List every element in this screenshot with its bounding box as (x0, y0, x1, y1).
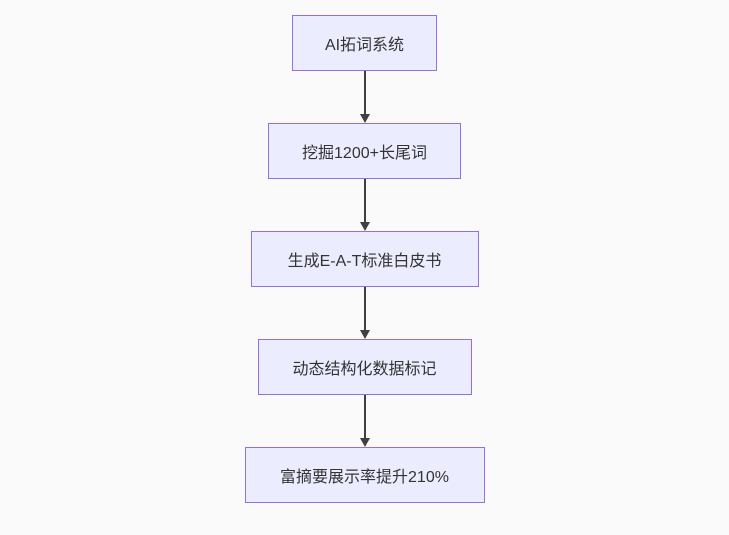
node-label: 挖掘1200+长尾词 (302, 145, 427, 162)
flow-arrow-4 (359, 395, 371, 447)
arrow-line (363, 395, 366, 438)
arrowhead-down-icon (359, 438, 370, 447)
flow-arrow-2 (359, 179, 371, 231)
arrow-line (363, 287, 366, 330)
arrow-line (363, 71, 366, 114)
flow-arrow-1 (359, 71, 371, 123)
flow-arrow-3 (359, 287, 371, 339)
arrowhead-down-icon (359, 222, 370, 231)
node-label: 生成E-A-T标准白皮书 (287, 253, 442, 270)
flowchart-node-structured-data: 动态结构化数据标记 (257, 339, 472, 395)
node-label: 动态结构化数据标记 (292, 361, 437, 378)
arrowhead-down-icon (359, 330, 370, 339)
flowchart-node-longtail-mining: 挖掘1200+长尾词 (268, 123, 461, 179)
arrowhead-down-icon (359, 114, 370, 123)
flowchart-node-ai-word-system: AI拓词系统 (292, 15, 437, 71)
node-label: AI拓词系统 (324, 37, 405, 54)
node-label: 富摘要展示率提升210% (280, 469, 449, 486)
flowchart-node-rich-snippet-result: 富摘要展示率提升210% (244, 447, 485, 503)
arrow-line (363, 179, 366, 222)
flowchart-node-eat-whitepaper: 生成E-A-T标准白皮书 (250, 231, 479, 287)
